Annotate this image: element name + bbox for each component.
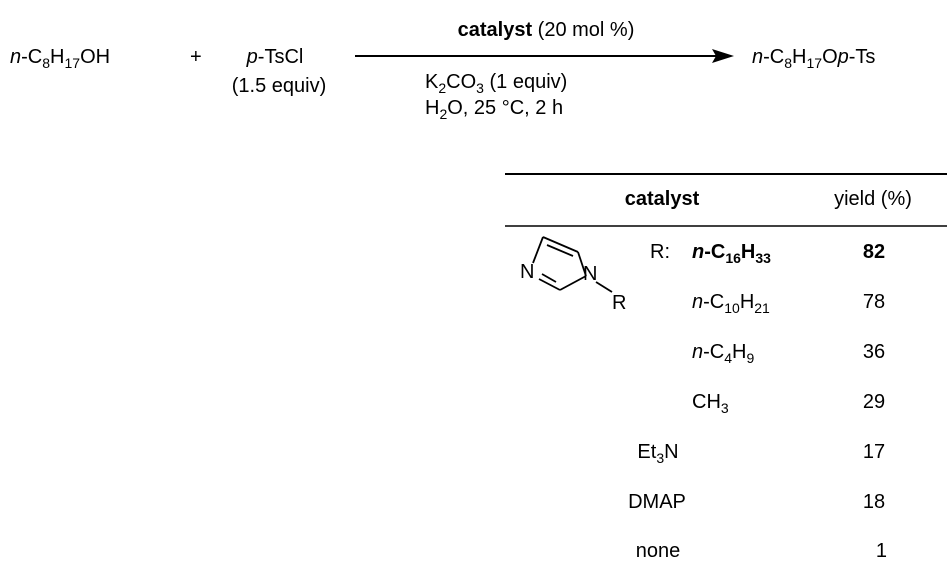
yield-cell: 29 xyxy=(862,391,886,413)
catalyst-row-4: CH3 xyxy=(692,391,729,416)
catalyst-row-1: n-C16H33 xyxy=(692,241,771,266)
yield-cell: 78 xyxy=(862,291,886,313)
r-label: R: xyxy=(650,241,670,263)
yield-cell: 1 xyxy=(875,540,887,562)
imidazole-substituent-r: R xyxy=(612,292,627,314)
catalyst-row-2: n-C10H21 xyxy=(692,291,770,316)
header-yield: yield (%) xyxy=(834,188,912,210)
yield-cell: 17 xyxy=(862,441,886,463)
base-condition: K2CO3 (1 equiv) xyxy=(425,71,568,96)
solvent-temp-time-condition: H2O, 25 °C, 2 h xyxy=(425,97,564,122)
reactant-equiv-note: (1.5 equiv) xyxy=(231,75,327,97)
catalyst-row-3: n-C4H9 xyxy=(692,341,755,366)
yield-cell: 18 xyxy=(862,491,886,513)
product-octyl-tosylate: n-C8H17Op-Ts xyxy=(752,46,876,71)
catalyst-row-5: Et3N xyxy=(637,441,679,466)
catalyst-row-6: DMAP xyxy=(628,491,686,513)
yield-cell: 82 xyxy=(862,241,886,263)
catalyst-row-7: none xyxy=(635,540,681,562)
reactant-octanol: n-C8H17OH xyxy=(10,46,111,71)
catalyst-condition: catalyst (20 mol %) xyxy=(457,19,635,41)
imidazole-atom-n1: N xyxy=(583,263,598,285)
header-catalyst: catalyst xyxy=(624,188,700,210)
yield-cell: 36 xyxy=(862,341,886,363)
plus-sign: + xyxy=(190,46,202,68)
imidazole-atom-n3: N xyxy=(520,261,535,283)
reactant-tosyl-chloride: p-TsCl xyxy=(246,46,304,68)
